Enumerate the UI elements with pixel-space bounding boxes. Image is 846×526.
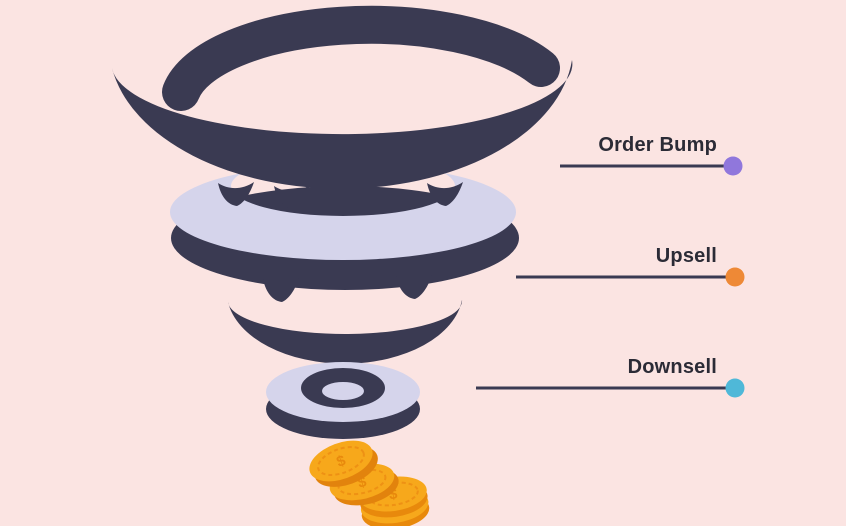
funnel-illustration	[112, 5, 573, 439]
callout-order-bump: Order Bump	[560, 134, 743, 176]
callout-downsell: Downsell	[476, 356, 745, 398]
coin-rim	[317, 446, 365, 476]
funnel-middle-ring	[170, 156, 516, 260]
coins: $ $ $	[309, 440, 430, 526]
callout-label: Downsell	[628, 356, 717, 378]
coin-dollar: $	[388, 485, 399, 503]
funnel-bottom-ring-top	[266, 362, 420, 422]
callout-dot	[725, 267, 745, 287]
callout-label: Order Bump	[598, 134, 717, 156]
funnel-bottom-ring-hole	[301, 368, 385, 408]
callout-label: Upsell	[656, 245, 717, 267]
coin: $	[309, 440, 378, 487]
funnel-upper-band-fang-1	[218, 182, 254, 206]
callout-dot	[723, 156, 743, 176]
callout-upsell: Upsell	[516, 245, 745, 287]
funnel-middle-ring-side-fang-left	[263, 278, 299, 302]
coin-face	[309, 440, 373, 482]
funnel-lower-band	[228, 300, 463, 364]
callout-dot	[725, 378, 745, 398]
funnel-top-ring	[162, 5, 560, 111]
funnel-upper-band-fang-2	[274, 185, 310, 209]
funnel-middle-ring-side-fang-right	[396, 275, 432, 299]
funnel-upper-band-fang-3	[427, 182, 463, 206]
funnel-upper-band	[112, 60, 573, 189]
